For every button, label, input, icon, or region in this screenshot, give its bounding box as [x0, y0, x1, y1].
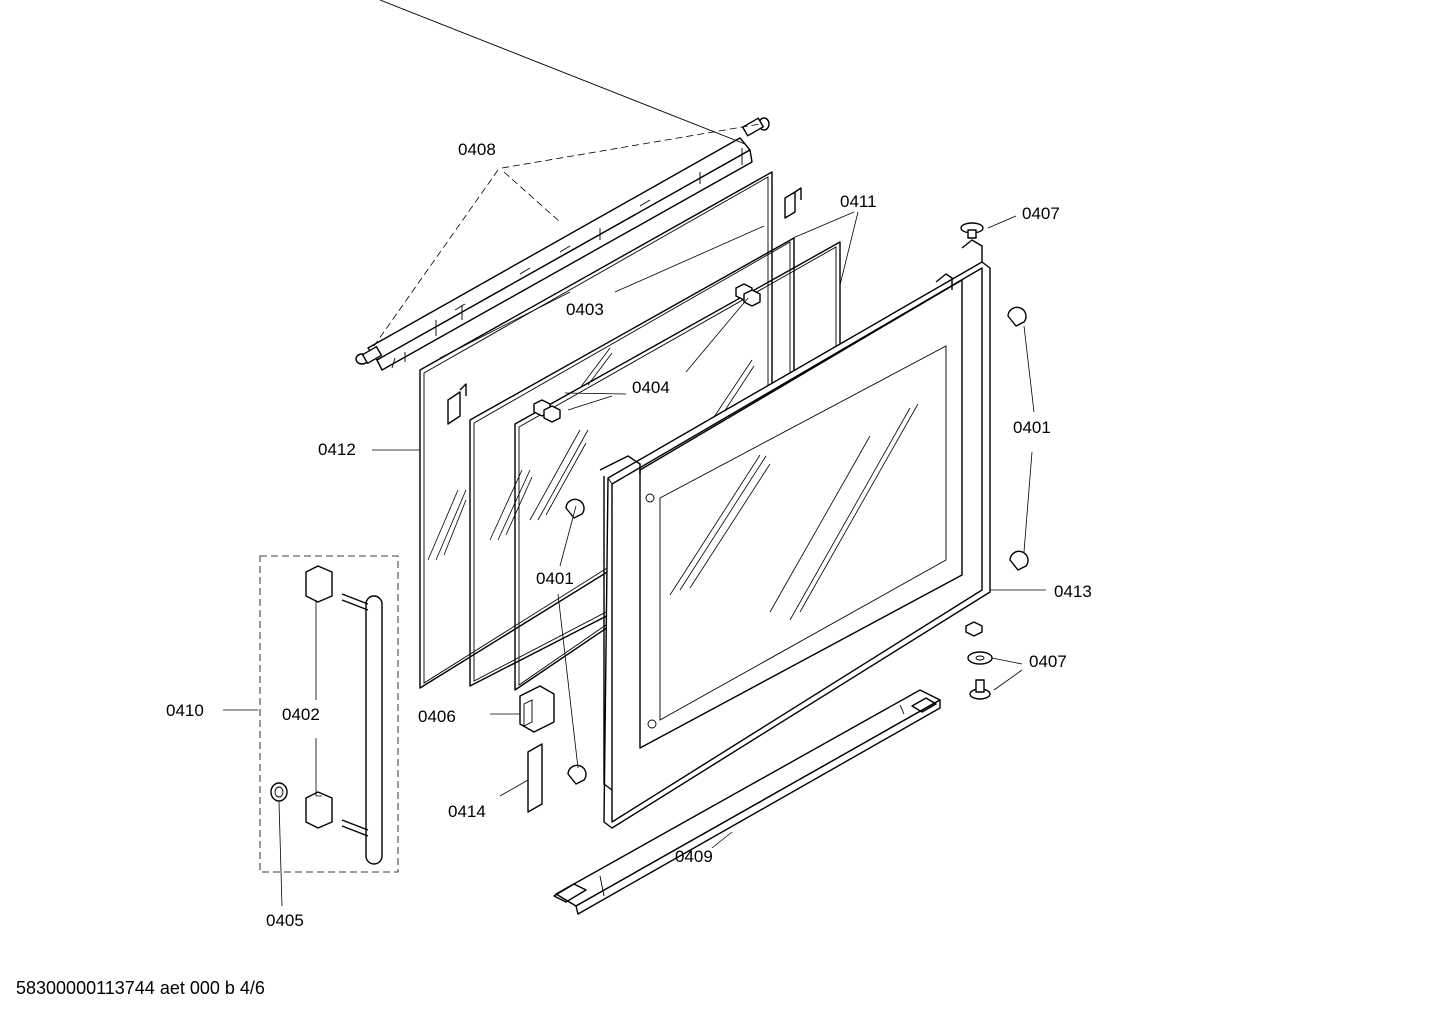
part-labels: 0408 0411 0407 0403 0404 0412 0401 0401 …	[166, 140, 1092, 930]
leader-lines	[223, 123, 1046, 907]
label-0408: 0408	[458, 140, 496, 159]
screw-parts	[960, 222, 993, 700]
bottom-rail-part	[553, 689, 941, 915]
bumper-parts	[565, 306, 1029, 785]
label-0401-mid: 0401	[536, 569, 574, 588]
top-rail-part	[355, 0, 770, 371]
label-0401-right: 0401	[1013, 418, 1051, 437]
label-0402: 0402	[282, 705, 320, 724]
label-0410: 0410	[166, 701, 204, 720]
label-0403: 0403	[566, 300, 604, 319]
label-0405: 0405	[266, 911, 304, 930]
label-0412: 0412	[318, 440, 356, 459]
label-0413: 0413	[1054, 582, 1092, 601]
diagram-reference-code: 58300000113744 aet 000 b 4/6	[16, 978, 265, 998]
label-0407-top: 0407	[1022, 204, 1060, 223]
label-0407-bottom: 0407	[1029, 652, 1067, 671]
label-0404: 0404	[632, 378, 670, 397]
label-0409: 0409	[675, 847, 713, 866]
handle-assembly	[259, 555, 399, 873]
lock-parts	[519, 685, 555, 813]
label-0406: 0406	[418, 707, 456, 726]
label-0414: 0414	[448, 802, 486, 821]
outer-door-frame	[599, 239, 991, 829]
label-0411: 0411	[840, 192, 877, 211]
